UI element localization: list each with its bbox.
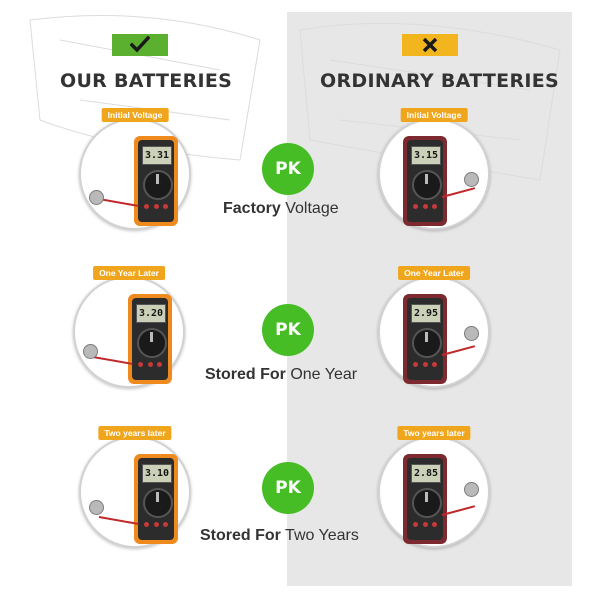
our-reading-two-years: 3.10 (142, 464, 172, 483)
our-multimeter-two-years: 3.10 (134, 454, 178, 544)
battery-icon (89, 190, 104, 205)
ordinary-tag-one-year: One Year Later (398, 266, 470, 280)
caption-rest: Voltage (280, 200, 339, 217)
ordinary-reading-two-years: 2.85 (411, 464, 441, 483)
pk-badge-one-year: PK (262, 304, 314, 356)
caption-rest: One Year (285, 366, 358, 383)
caption-one-year: Stored For One Year (205, 366, 357, 384)
battery-icon (83, 344, 98, 359)
caption-bold: Factory (223, 200, 281, 217)
caption-bold: Stored For (200, 527, 281, 544)
our-meter-circle-one-year: One Year Later 3.20 (73, 266, 185, 388)
ordinary-meter-circle-two-years: Two years later 2.85 (378, 426, 490, 548)
our-reading-factory: 3.31 (142, 146, 172, 165)
ordinary-meter-circle-factory: Initial Voltage 3.15 (378, 108, 490, 230)
meter-dial-icon (143, 488, 173, 518)
ordinary-multimeter-one-year: 2.95 (403, 294, 447, 384)
meter-dial-icon (143, 170, 173, 200)
our-reading-one-year: 3.20 (136, 304, 166, 323)
battery-icon (89, 500, 104, 515)
pk-badge-two-years: PK (262, 462, 314, 514)
ordinary-reading-factory: 3.15 (411, 146, 441, 165)
ordinary-multimeter-factory: 3.15 (403, 136, 447, 226)
ordinary-reading-one-year: 2.95 (411, 304, 441, 323)
meter-dial-icon (412, 328, 442, 358)
battery-icon (464, 482, 479, 497)
our-meter-circle-two-years: Two years later 3.10 (79, 426, 191, 548)
caption-factory: Factory Voltage (223, 200, 339, 218)
our-meter-circle-factory: Initial Voltage 3.31 (79, 108, 191, 230)
meter-dial-icon (137, 328, 167, 358)
our-tag-one-year: One Year Later (93, 266, 165, 280)
battery-icon (464, 172, 479, 187)
battery-icon (464, 326, 479, 341)
our-tag-factory: Initial Voltage (101, 108, 169, 122)
our-tag-two-years: Two years later (98, 426, 172, 440)
ordinary-meter-circle-one-year: One Year Later 2.95 (378, 266, 490, 388)
ordinary-multimeter-two-years: 2.85 (403, 454, 447, 544)
check-badge (112, 34, 168, 56)
our-multimeter-one-year: 3.20 (128, 294, 172, 384)
caption-bold: Stored For (205, 366, 286, 383)
our-multimeter-factory: 3.31 (134, 136, 178, 226)
caption-two-years: Stored For Two Years (200, 527, 359, 545)
ordinary-tag-factory: Initial Voltage (400, 108, 468, 122)
meter-dial-icon (412, 170, 442, 200)
pk-badge-factory: PK (262, 143, 314, 195)
cross-icon (422, 37, 438, 53)
cross-badge (402, 34, 458, 56)
ordinary-batteries-heading: ORDINARY BATTERIES (320, 70, 560, 92)
check-icon (130, 36, 150, 53)
meter-dial-icon (412, 488, 442, 518)
ordinary-tag-two-years: Two years later (397, 426, 471, 440)
our-batteries-heading: OUR BATTERIES (60, 70, 233, 92)
caption-rest: Two Years (280, 527, 359, 544)
